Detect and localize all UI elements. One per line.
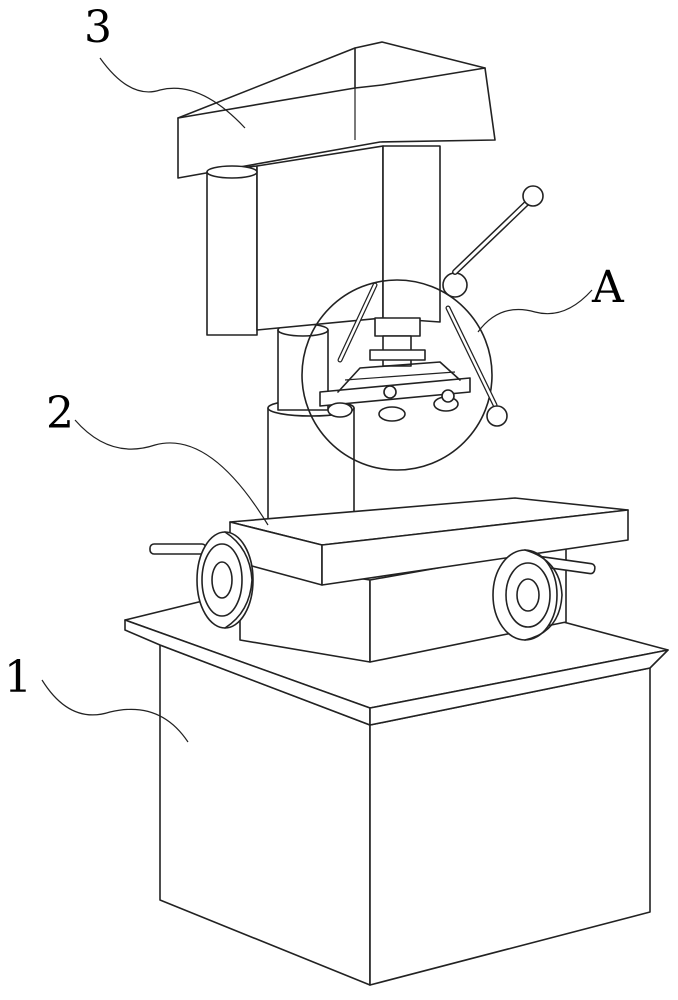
leader-a — [477, 289, 593, 333]
detail-a-region — [301, 279, 508, 471]
label-base: 1 — [4, 652, 32, 703]
leader-1 — [41, 679, 189, 743]
leader-3 — [99, 57, 246, 129]
label-head: 3 — [84, 2, 112, 53]
drill-head — [177, 41, 544, 336]
feed-lever — [442, 185, 544, 298]
left-handwheel — [149, 531, 254, 629]
work-table — [149, 497, 629, 663]
right-handwheel — [492, 549, 596, 641]
label-table: 2 — [46, 388, 74, 439]
label-detail-a: A — [591, 262, 625, 313]
leader-2 — [74, 419, 269, 526]
